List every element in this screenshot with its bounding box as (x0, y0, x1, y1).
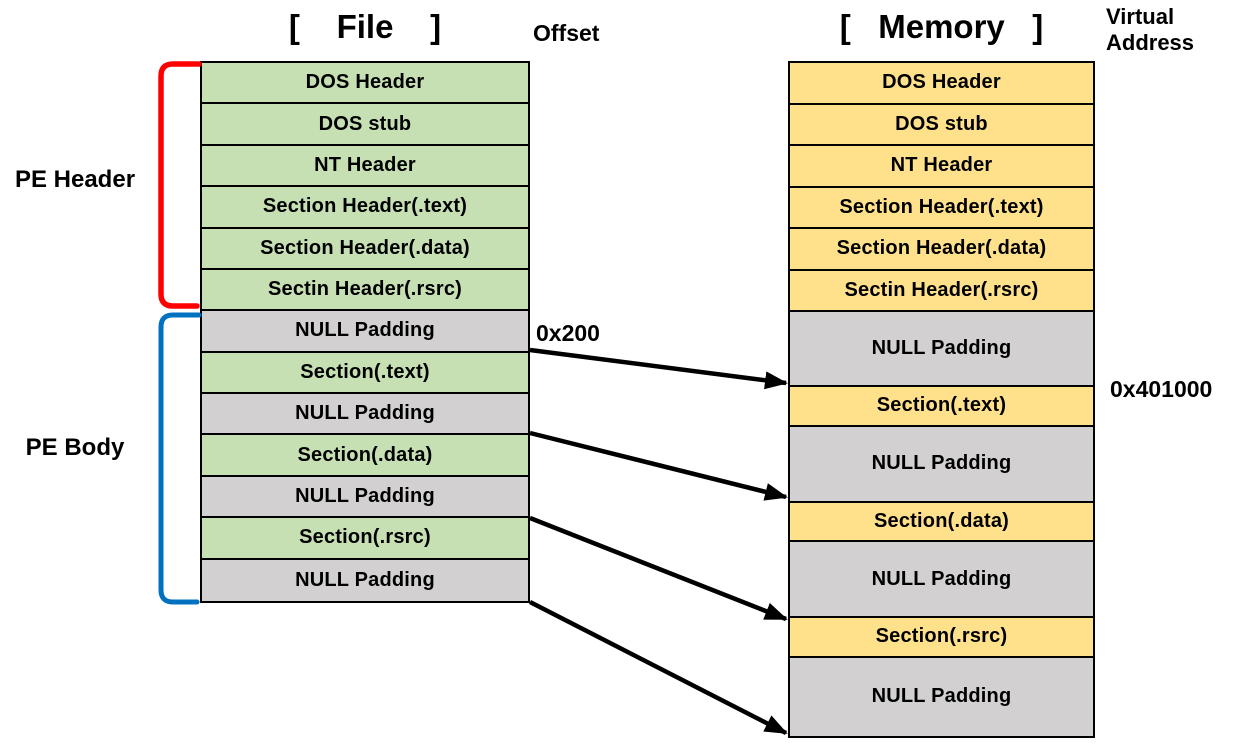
file-row: Section Header(.text) (202, 187, 528, 229)
file-column: DOS Header DOS stub NT Header Section He… (200, 61, 530, 603)
memory-row: Section(.text) (790, 387, 1093, 427)
offset-heading: Offset (533, 20, 600, 46)
file-row: DOS Header (202, 63, 528, 105)
file-row: NULL Padding (202, 311, 528, 353)
file-column-title: [ File ] (288, 8, 442, 45)
virtual-address-heading: Virtual Address (1106, 4, 1195, 55)
pe-body-label: PE Body (25, 434, 125, 461)
memory-row: NULL Padding (790, 542, 1093, 618)
memory-row: Section Header(.text) (790, 187, 1093, 229)
file-row: Section Header(.data) (202, 228, 528, 270)
arrow-section-data-mapping (529, 430, 788, 501)
arrow-section-text-mapping (529, 347, 788, 390)
memory-row: DOS stub (790, 104, 1093, 146)
memory-virtual-address-value: 0x401000 (1110, 376, 1213, 402)
arrow-end-padding-mapping (528, 599, 788, 736)
file-row: NULL Padding (202, 394, 528, 436)
memory-row: DOS Header (790, 63, 1093, 105)
file-row: NT Header (202, 145, 528, 188)
file-row: Section(.data) (202, 435, 528, 477)
pe-header-bracket (158, 61, 202, 309)
file-row: DOS stub (202, 104, 528, 146)
memory-row: NULL Padding (790, 657, 1093, 736)
pe-header-label: PE Header (14, 166, 136, 193)
memory-column: DOS Header DOS stub NT Header Section He… (788, 61, 1095, 738)
memory-column-title: [ Memory ] (839, 8, 1044, 45)
file-row: Section(.text) (202, 352, 528, 395)
file-row: NULL Padding (202, 559, 528, 601)
memory-row: NT Header (790, 146, 1093, 188)
memory-row: Section(.data) (790, 502, 1093, 542)
file-offset-value: 0x200 (536, 320, 600, 346)
memory-row: NULL Padding (790, 426, 1093, 503)
memory-row: NULL Padding (790, 312, 1093, 387)
memory-row: Sectin Header(.rsrc) (790, 270, 1093, 312)
pe-body-bracket (158, 312, 202, 605)
file-row: Sectin Header(.rsrc) (202, 269, 528, 312)
file-row: Section(.rsrc) (202, 518, 528, 560)
memory-row: Section(.rsrc) (790, 618, 1093, 658)
arrow-section-rsrc-mapping (529, 515, 788, 622)
file-row: NULL Padding (202, 476, 528, 519)
memory-row: Section Header(.data) (790, 229, 1093, 271)
